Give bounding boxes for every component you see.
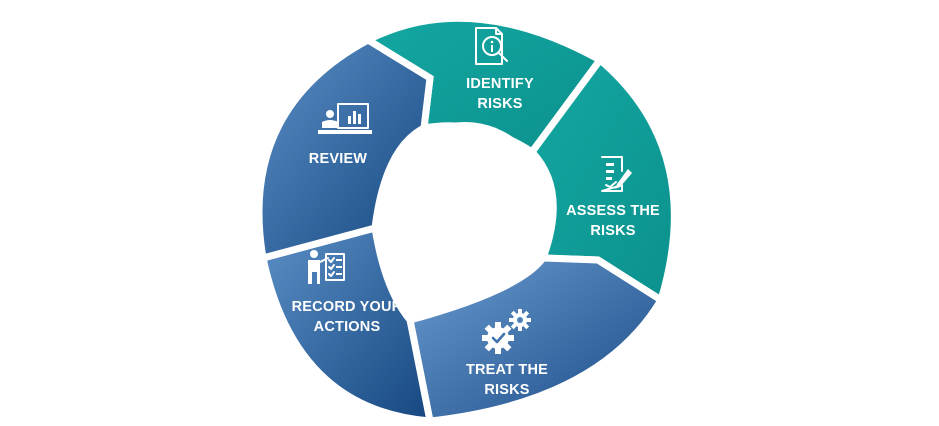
gears-check-icon — [482, 309, 531, 354]
presenter-checklist-icon — [308, 250, 345, 284]
record-label-line1: RECORD YOUR — [292, 299, 403, 315]
ring-segments — [255, 14, 678, 425]
assess-label-line1: ASSESS THE — [566, 203, 660, 219]
review-label: REVIEW — [309, 151, 368, 167]
identify-label-line1: IDENTIFY — [466, 76, 534, 92]
treat-label-line1: TREAT THE — [466, 362, 548, 378]
record-label-line2: ACTIONS — [314, 319, 381, 335]
center-hole — [382, 122, 548, 288]
assess-label-line2: RISKS — [590, 223, 635, 239]
segment-record-actions — [258, 223, 435, 425]
segment-labels: IDENTIFY RISKS ASSESS THE RISKS TREAT TH… — [292, 76, 660, 398]
checklist-pen-icon — [601, 156, 632, 192]
presentation-monitor-icon — [318, 103, 372, 134]
identify-label-line2: RISKS — [477, 96, 522, 112]
document-search-icon — [475, 27, 508, 65]
segment-review — [255, 35, 434, 263]
segment-assess-risks — [527, 54, 678, 306]
treat-label-line2: RISKS — [484, 382, 529, 398]
